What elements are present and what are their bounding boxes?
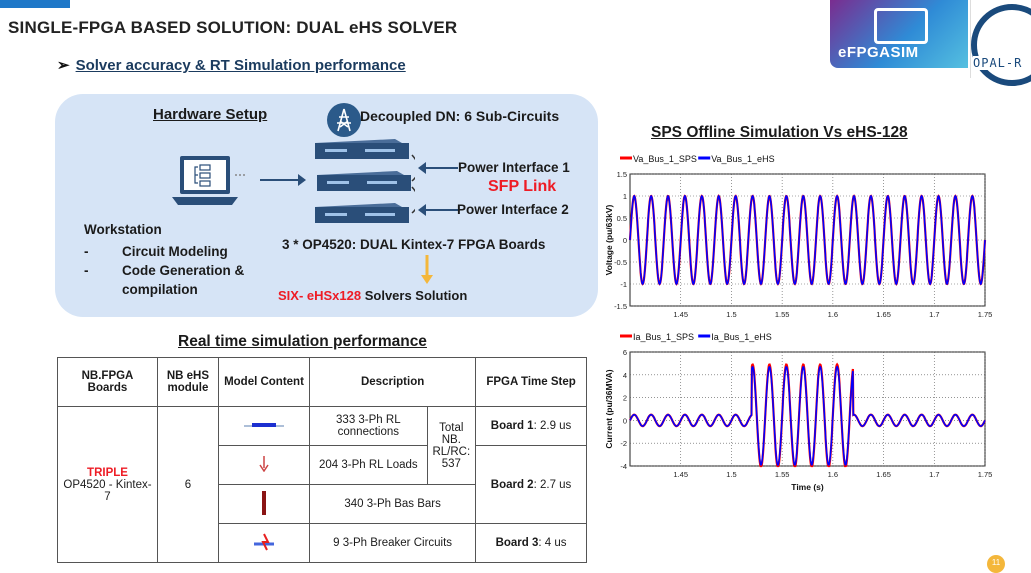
desc-cell: 204 3-Ph RL Loads: [309, 445, 428, 485]
opal-arc-icon: [971, 4, 1031, 86]
rt-performance-table: NB.FPGA Boards NB eHS module Model Conte…: [57, 357, 587, 563]
rt-performance-title: Real time simulation performance: [178, 333, 427, 350]
legend-label: Ia_Bus_1_SPS: [633, 332, 694, 342]
legend-label: Va_Bus_1_SPS: [633, 154, 697, 164]
desc-cell: 340 3-Ph Bas Bars: [309, 484, 477, 524]
op4520-label: 3 * OP4520: DUAL Kintex-7 FPGA Boards: [282, 237, 546, 252]
list-item: -Code Generation &: [84, 263, 245, 278]
y-axis-label: Voltage (pu/63kV): [604, 204, 614, 275]
laptop-icon: [170, 153, 256, 213]
hardware-setup-title: Hardware Setup: [153, 106, 268, 123]
table-row: 9 3-Ph Breaker Circuits Board 3: 4 us: [58, 523, 587, 563]
y-tick-label: -2: [620, 439, 627, 448]
current-chart: Ia_Bus_1_SPS Ia_Bus_1_eHS 1.45 1.5 1.55 1.6 1.…: [604, 332, 993, 492]
x-tick-label: 1.6: [828, 470, 838, 479]
header-description: Description: [309, 357, 477, 407]
series-line-Ia_Bus_1_eHS: [629, 365, 986, 467]
top-accent-bar: [0, 0, 70, 8]
nb-ehs-cell: 6: [156, 406, 219, 563]
arrow-bullet-icon: ➢: [57, 57, 70, 74]
bus-bar-icon: [217, 484, 311, 524]
legend-label: Va_Bus_1_eHS: [711, 154, 774, 164]
workstation-list: -Circuit Modeling -Code Generation & com…: [84, 242, 244, 299]
board1-cell: Board 1: 2.9 us: [475, 406, 587, 446]
y-tick-label: 1.5: [617, 170, 627, 179]
down-arrow-icon: [421, 255, 433, 284]
y-tick-label: 6: [623, 348, 627, 357]
y-tick-label: 0: [623, 416, 627, 425]
x-tick-label: 1.7: [929, 310, 939, 319]
y-tick-label: -0.5: [614, 258, 627, 267]
workstation-label: Workstation: [84, 222, 162, 237]
y-tick-label: 2: [623, 394, 627, 403]
voltage-chart: Va_Bus_1_SPS Va_Bus_1_eHS 1.45 1.5 1.55 1.6 1.…: [604, 154, 993, 319]
legend-label: Ia_Bus_1_eHS: [711, 332, 772, 342]
page-number-badge: 11: [987, 555, 1005, 573]
opal-rt-logo: OPAL-R: [970, 0, 1031, 86]
x-tick-label: 1.5: [726, 310, 736, 319]
x-tick-label: 1.65: [876, 310, 891, 319]
x-tick-label: 1.45: [673, 470, 688, 479]
opal-logo-text: OPAL-R: [973, 56, 1023, 70]
sfp-link-label: SFP Link: [488, 178, 557, 195]
table-header-row: NB.FPGA Boards NB eHS module Model Conte…: [57, 357, 587, 407]
board2-cell: Board 2: 2.7 us: [475, 445, 587, 524]
rl-connection-icon: [217, 406, 311, 446]
power-tower-icon: [327, 103, 361, 137]
hardware-setup-panel: [55, 94, 598, 317]
table-row: 340 3-Ph Bas Bars: [58, 484, 587, 524]
efpgasim-mark-icon: [874, 8, 928, 44]
total-cell: Total NB. RL/RC: 537: [426, 406, 477, 485]
desc-cell: 333 3-Ph RL connections: [309, 406, 428, 446]
x-tick-label: 1.55: [775, 310, 790, 319]
x-tick-label: 1.75: [978, 310, 993, 319]
power-interface-arrows: [418, 162, 458, 216]
x-tick-label: 1.7: [929, 470, 939, 479]
op4520-racks-icon: [305, 135, 420, 235]
y-tick-label: -4: [620, 462, 627, 471]
x-tick-label: 1.75: [978, 470, 993, 479]
y-tick-label: -1.5: [614, 302, 627, 311]
list-item: -Circuit Modeling: [84, 244, 228, 259]
x-tick-label: 1.55: [775, 470, 790, 479]
table-row: 204 3-Ph RL Loads Board 2: 2.7 us: [58, 445, 587, 524]
slide-title: SINGLE-FPGA BASED SOLUTION: DUAL eHS SOL…: [8, 18, 458, 37]
y-tick-label: 1: [623, 192, 627, 201]
x-tick-label: 1.6: [828, 310, 838, 319]
y-tick-label: 0.5: [617, 214, 627, 223]
power-interface-2-label: Power Interface 2: [457, 202, 569, 217]
x-axis-label: Time (s): [791, 482, 824, 492]
header-time-step: FPGA Time Step: [475, 357, 587, 407]
slide-subtitle: ➢ Solver accuracy & RT Simulation perform…: [57, 56, 406, 74]
chart-title: SPS Offline Simulation Vs eHS-128: [651, 124, 908, 141]
decoupled-dn-label: Decoupled DN: 6 Sub-Circuits: [360, 108, 560, 124]
x-tick-label: 1.45: [673, 310, 688, 319]
y-tick-label: 4: [623, 371, 627, 380]
y-axis-label: Current (pu/36MVA): [604, 369, 614, 448]
y-tick-label: -1: [620, 280, 627, 289]
subtitle-text: Solver accuracy & RT Simulation performa…: [75, 57, 406, 74]
list-item: compilation: [122, 282, 198, 297]
breaker-icon: [217, 523, 311, 563]
series-line-Va_Bus_1_eHS: [629, 194, 986, 286]
y-tick-label: 0: [623, 236, 627, 245]
x-tick-label: 1.5: [726, 470, 736, 479]
efpgasim-logo-text: eFPGASIM: [838, 44, 919, 61]
header-model-content: Model Content: [217, 357, 311, 407]
desc-cell: 9 3-Ph Breaker Circuits: [309, 523, 477, 563]
workstation-to-racks-arrow: [260, 174, 306, 186]
header-nb-fpga: NB.FPGA Boards: [57, 357, 158, 407]
header-nb-ehs: NB eHS module: [156, 357, 219, 407]
board3-cell: Board 3: 4 us: [475, 523, 587, 563]
power-interface-1-label: Power Interface 1: [458, 160, 570, 175]
efpgasim-logo: eFPGASIM: [830, 0, 968, 68]
rl-load-icon: [217, 445, 311, 485]
six-solvers-label: SIX- eHSx128 Solvers Solution: [278, 288, 468, 303]
x-tick-label: 1.65: [876, 470, 891, 479]
